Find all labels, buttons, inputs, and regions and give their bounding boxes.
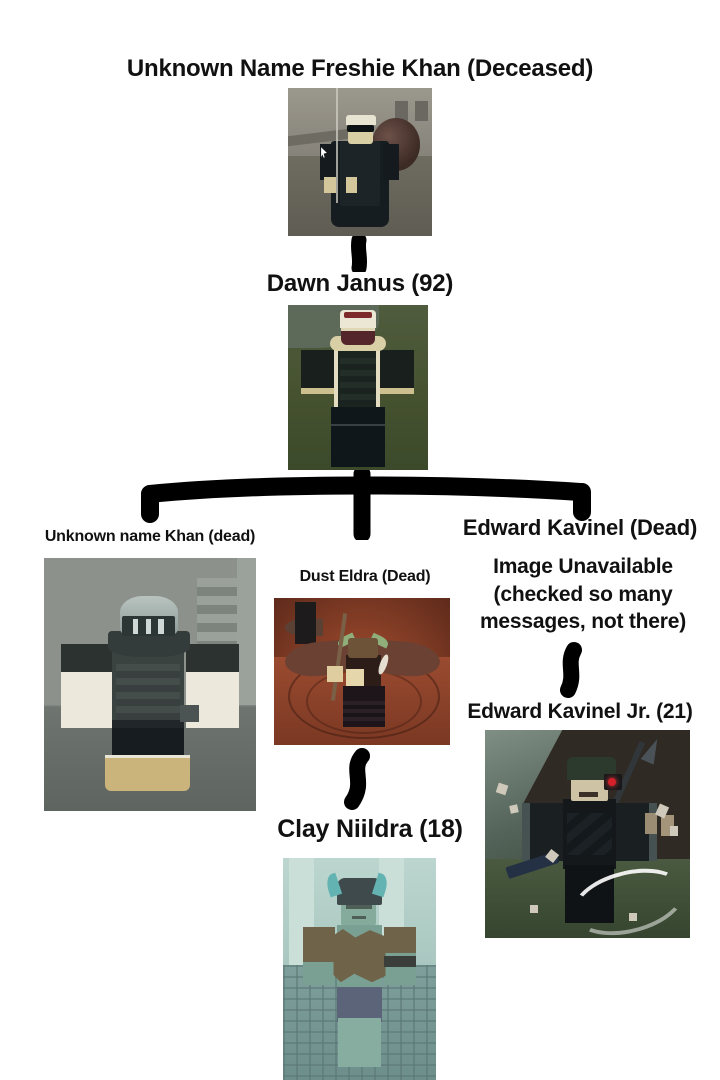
node-label-dawn-janus: Dawn Janus (92) [266, 270, 454, 297]
avatar-scene-root [288, 88, 432, 236]
node-image-dawn-janus [288, 305, 428, 470]
avatar-scene-dust [274, 598, 450, 745]
node-label-unknown-khan: Unknown name Khan (dead) [44, 528, 256, 545]
avatar-scene-khan [44, 558, 256, 811]
node-label-dust-eldra: Dust Eldra (Dead) [299, 568, 431, 585]
connector-edward-to-edward-jr [560, 642, 582, 698]
node-image-dust-eldra [274, 598, 450, 745]
node-image-clay-niildra [283, 858, 436, 1080]
avatar-scene-clay [283, 858, 436, 1080]
node-label-clay-niildra: Clay Niildra (18) [277, 815, 463, 843]
connector-dust-to-clay [344, 748, 370, 810]
node-image-edward-kavinel-jr [485, 730, 690, 938]
mouse-cursor-icon [321, 147, 327, 158]
connector-root-to-dawn [350, 236, 368, 272]
avatar-scene-edward-jr [485, 730, 690, 938]
node-label-edward-kavinel-jr: Edward Kavinel Jr. (21) [467, 700, 693, 723]
node-label-edward-kavinel: Edward Kavinel (Dead) [462, 515, 698, 540]
node-image-unknown-khan [44, 558, 256, 811]
connector-dawn-to-children [141, 470, 591, 540]
node-image-root [288, 88, 432, 236]
node-label-root: Unknown Name Freshie Khan (Deceased) [126, 55, 594, 82]
image-unavailable-note: Image Unavailable (checked so many messa… [479, 555, 687, 634]
avatar-scene-dawn [288, 305, 428, 470]
